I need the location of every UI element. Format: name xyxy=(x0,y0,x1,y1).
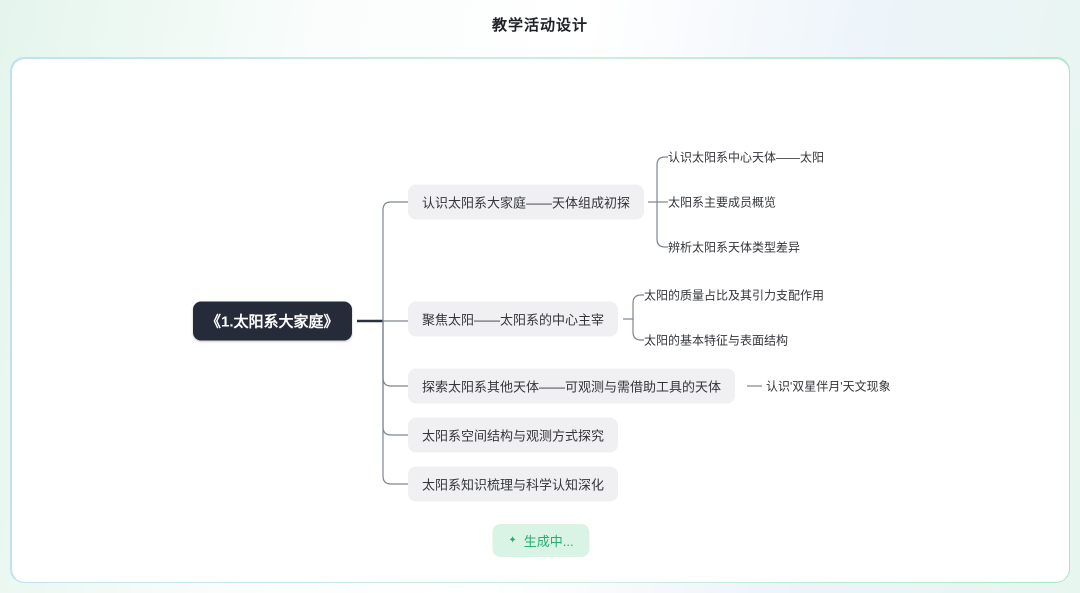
mindmap-leaf-node[interactable]: 太阳系主要成员概览 xyxy=(668,195,777,210)
mindmap-leaf-node[interactable]: 认识'双星伴月'天文现象 xyxy=(766,379,891,394)
mindmap-leaf-node[interactable]: 辨析太阳系天体类型差异 xyxy=(668,240,801,255)
mindmap-branch-node[interactable]: 聚焦太阳——太阳系的中心主宰 xyxy=(408,301,619,337)
mindmap-branch-node[interactable]: 认识太阳系大家庭——天体组成初探 xyxy=(408,184,645,220)
page-title: 教学活动设计 xyxy=(491,17,588,34)
generating-status-label: 生成中... xyxy=(523,534,574,549)
generating-status-badge: ✦ 生成中... xyxy=(492,524,590,557)
mindmap-leaf-node[interactable]: 太阳的质量占比及其引力支配作用 xyxy=(644,288,825,303)
mindmap-branch-node[interactable]: 太阳系知识梳理与科学认知深化 xyxy=(408,466,619,502)
mindmap-branch-node[interactable]: 探索太阳系其他天体——可观测与需借助工具的天体 xyxy=(408,368,736,404)
mindmap-leaf-node[interactable]: 认识太阳系中心天体——太阳 xyxy=(668,150,825,165)
mindmap-leaf-node[interactable]: 太阳的基本特征与表面结构 xyxy=(644,333,789,348)
mindmap-branch-node[interactable]: 太阳系空间结构与观测方式探究 xyxy=(408,417,619,453)
mindmap-root-node[interactable]: 《1.太阳系大家庭》 xyxy=(193,301,352,341)
sparkle-icon: ✦ xyxy=(508,534,517,546)
